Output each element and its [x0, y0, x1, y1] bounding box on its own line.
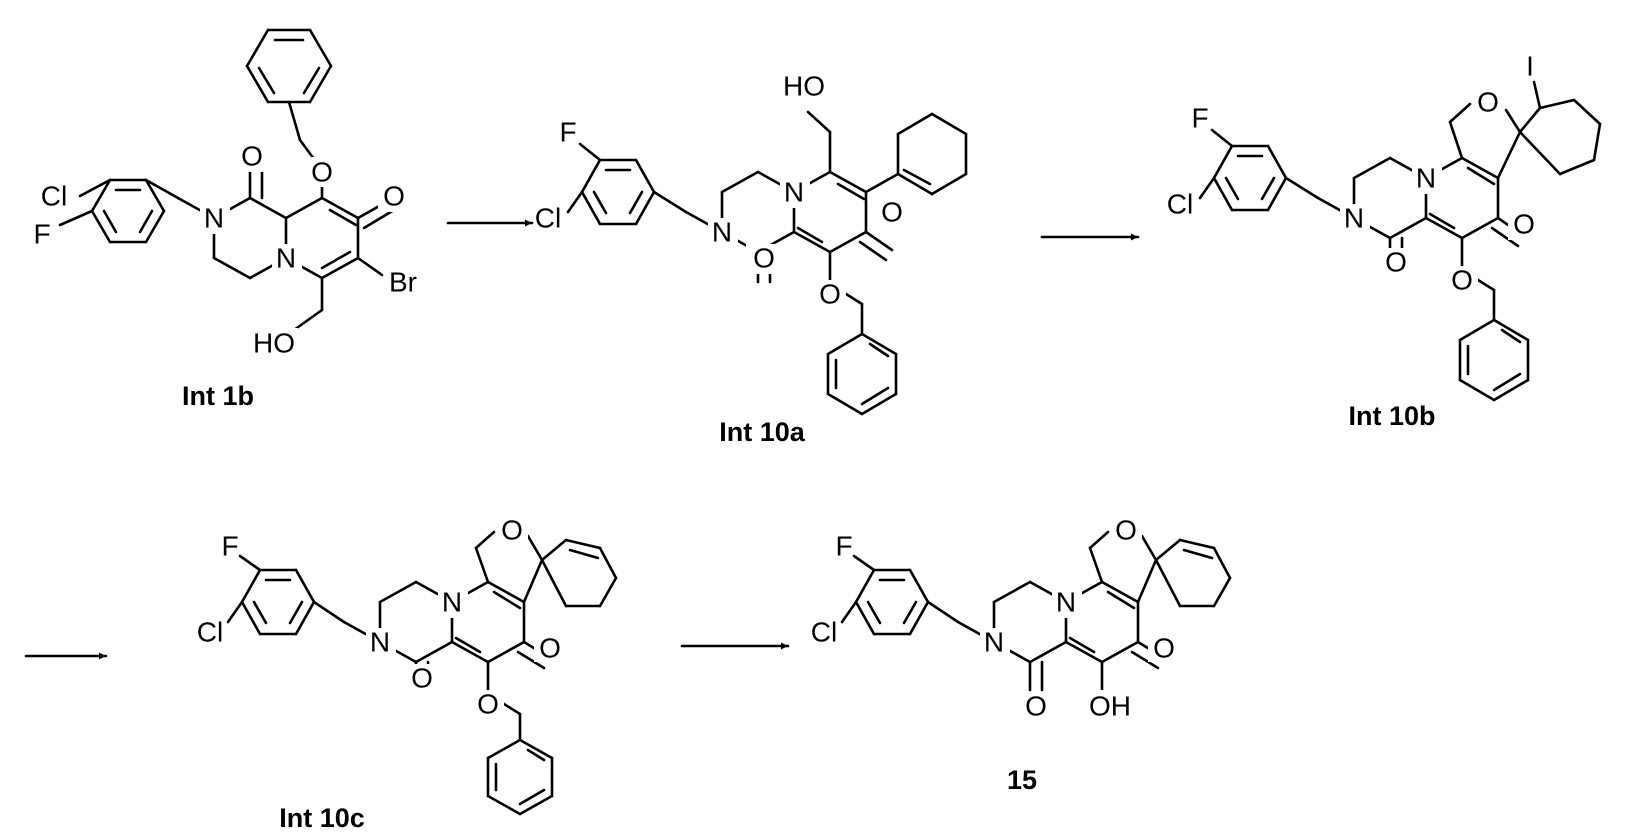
reaction-arrows	[26, 223, 1138, 656]
atom-n-amide: N	[712, 217, 732, 248]
compound-int-1b: O O O N N Br HO Cl F Int 1b	[33, 30, 426, 411]
atom-labels: O O O N N Br HO Cl F	[33, 141, 426, 359]
atom-n-ring: N	[1056, 587, 1076, 618]
atom-f: F	[1191, 103, 1208, 134]
compound-caption: 15	[1007, 765, 1037, 795]
atom-n-ring: N	[442, 587, 462, 618]
atom-n-ring: N	[276, 243, 296, 274]
atom-o-amide: O	[753, 243, 775, 274]
atom-cl: Cl	[535, 203, 561, 234]
compound-caption: Int 1b	[182, 381, 254, 411]
atom-ho: HO	[253, 328, 295, 359]
atom-cl: Cl	[811, 617, 837, 648]
atom-f: F	[33, 219, 50, 250]
compound-caption: Int 10c	[279, 803, 365, 833]
compound-int-10a: HO N N O O O F Cl Int 10a	[535, 70, 966, 447]
atom-o-ether: O	[819, 279, 841, 310]
atom-o-ketone: O	[1153, 633, 1175, 664]
atom-n-amide: N	[370, 627, 390, 658]
atom-n-amide: N	[1344, 203, 1364, 234]
atom-f: F	[835, 531, 852, 562]
atom-o-ether: O	[311, 157, 333, 188]
atom-o-furan: O	[1477, 87, 1499, 118]
atom-o-amide: O	[1385, 247, 1407, 278]
atom-cl: Cl	[197, 617, 223, 648]
compound-int-10b: O I N N O O O F Cl Int 10b	[1167, 51, 1600, 432]
atom-i: I	[1526, 51, 1534, 82]
atom-o-ketone: O	[539, 633, 561, 664]
compound-int-10c: O N N O O O F Cl Int 10c	[197, 515, 616, 834]
atom-o-amide: O	[241, 141, 263, 172]
atom-oh: OH	[1089, 691, 1131, 722]
atom-o-ketone: O	[383, 181, 405, 212]
atom-f: F	[221, 531, 238, 562]
atom-o-amide: O	[1025, 691, 1047, 722]
atom-o-amide: O	[411, 663, 433, 694]
atom-f: F	[559, 117, 576, 148]
compound-caption: Int 10a	[719, 417, 806, 447]
atom-labels: O I N N O O O F Cl	[1167, 51, 1540, 297]
atom-labels: O N N O O O F Cl	[197, 515, 566, 721]
structure-bonds	[60, 30, 394, 330]
atom-labels: HO N N O O O F Cl	[535, 70, 908, 310]
atom-o-ether: O	[477, 689, 499, 720]
atom-o-furan: O	[1115, 515, 1137, 546]
atom-n-amide: N	[204, 203, 224, 234]
atom-o-ketone: O	[1513, 209, 1535, 240]
compound-15: O N N O O OH F Cl 15	[811, 515, 1230, 796]
atom-br: Br	[389, 267, 417, 298]
structure-bonds	[1200, 82, 1600, 400]
atom-o-ether: O	[1451, 265, 1473, 296]
atom-ho: HO	[783, 71, 825, 102]
atom-cl: Cl	[1167, 189, 1193, 220]
atom-n-ring: N	[784, 177, 804, 208]
atom-n-ring: N	[1416, 163, 1436, 194]
compound-caption: Int 10b	[1348, 401, 1435, 431]
structure-bonds	[842, 532, 1230, 690]
atom-o-ketone: O	[881, 197, 903, 228]
atom-o-furan: O	[501, 515, 523, 546]
atom-cl: Cl	[41, 181, 67, 212]
atom-n-amide: N	[984, 627, 1004, 658]
